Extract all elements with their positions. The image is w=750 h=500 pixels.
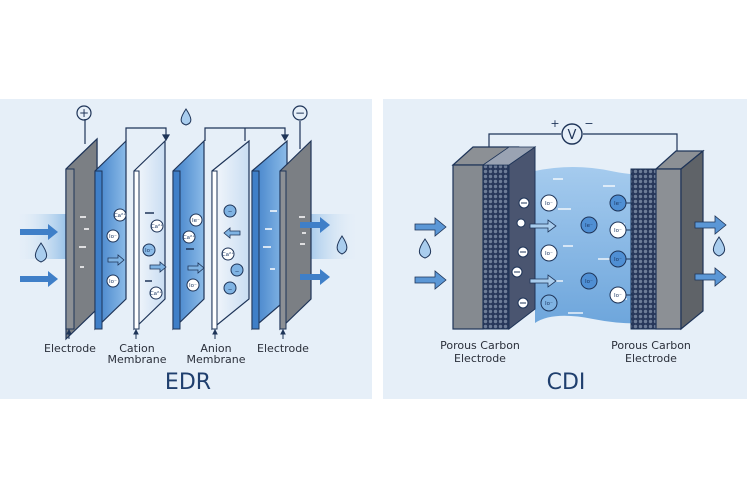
ion-label: Io⁻ [545, 251, 553, 257]
left-porous-carbon-electrode [451, 146, 537, 331]
ion-label: Io⁻ [614, 293, 622, 299]
label-left-electrode-2: Electrode [454, 352, 506, 365]
ions-middle-column: Ie⁻ Io⁻ [580, 216, 598, 290]
ion-label: Ie⁻ [585, 223, 593, 229]
label-pointers [66, 328, 286, 339]
inlet-arrow-icon [414, 217, 447, 237]
water-drop-icon [180, 108, 192, 126]
ion-arrow-icon [529, 274, 557, 288]
ion-label: Ca²⁺ [114, 212, 126, 219]
label-left-electrode-1: Porous Carbon [440, 339, 520, 352]
ions-chamber-1: Ca²⁺ Io⁻ Io⁻ [106, 208, 127, 288]
label-cation-membrane-2: Membrane [108, 353, 167, 366]
ion-label: Io⁻ [585, 279, 593, 285]
cation-membrane [133, 139, 166, 331]
ion-label: − [228, 287, 233, 293]
ion-label: Ca²⁺ [150, 290, 162, 297]
left-electrode [65, 137, 98, 341]
ion-label: Ca²⁺ [183, 234, 195, 241]
inlet-arrow-icon [20, 271, 58, 287]
water-drop-icon [712, 236, 726, 257]
outlet-arrow-icon [694, 267, 727, 287]
cdi-diagram-panel: V + − [383, 99, 747, 399]
edr-title: EDR [165, 370, 211, 395]
ion-arrow-icon [107, 254, 125, 266]
ion-label: − [228, 209, 233, 215]
ion-arrow-icon [529, 219, 557, 233]
label-right-electrode-1: Porous Carbon [611, 339, 691, 352]
ion-arrow-icon [187, 262, 205, 274]
negative-symbol: − [584, 117, 593, 130]
ions-chamber-3: Ie⁻ Ca²⁺ Io⁻ [182, 213, 205, 292]
top-connection-lines [125, 127, 290, 142]
negative-terminal-icon: − [292, 105, 308, 121]
water-drop-icon [336, 235, 348, 255]
edr-diagram: + [15, 105, 360, 395]
negative-symbol: − [295, 106, 305, 120]
label-right-electrode-2: Electrode [625, 352, 677, 365]
ions-left-column: Io⁻ Io⁻ Io⁻ [540, 194, 558, 312]
ion-label: Ie⁻ [192, 218, 200, 224]
edr-diagram-panel: + [0, 99, 372, 399]
label-cation-membrane-1: Cation [119, 342, 155, 355]
label-anion-membrane-2: Membrane [187, 353, 246, 366]
ion-arrow-icon [223, 227, 241, 239]
ion-label: Io⁻ [109, 234, 117, 240]
voltmeter-label: V [568, 128, 577, 143]
ion-label: Io⁻ [614, 257, 622, 263]
positive-symbol: + [550, 117, 559, 130]
inlet-arrow-icon [20, 224, 58, 240]
ion-arrow-icon [149, 261, 167, 273]
water-drop-icon [418, 238, 432, 259]
right-electrode [279, 139, 312, 331]
water-drop-icon [34, 242, 48, 263]
circuit-wire [488, 133, 678, 151]
voltmeter-icon: V [561, 123, 583, 145]
adsorbed-anions-left [511, 197, 530, 309]
ion-label: Io⁻ [545, 301, 553, 307]
label-anion-membrane-1: Anion [200, 342, 231, 355]
label-electrode-right: Electrode [257, 342, 309, 355]
inlet-arrow-icon [414, 270, 447, 290]
ions-chamber-4: − Ca²⁺ − − [221, 204, 244, 295]
ion-label: Io⁻ [145, 248, 153, 254]
ion-label: Io⁻ [109, 279, 117, 285]
ion-label: Ca²⁺ [151, 223, 163, 230]
label-electrode-left: Electrode [44, 342, 96, 355]
outlet-arrow-icon [694, 215, 727, 235]
cdi-diagram: V + − [414, 117, 727, 395]
ion-label: Io⁻ [614, 228, 622, 234]
ion-label: Ca²⁺ [222, 251, 234, 258]
ion-label: Io⁻ [545, 201, 553, 207]
positive-symbol: + [79, 106, 89, 120]
ions-right-column: Ie⁻ Io⁻ Io⁻ Io⁻ [609, 194, 633, 304]
ion-label: Io⁻ [189, 283, 197, 289]
ion-label: Ie⁻ [614, 201, 622, 207]
outlet-arrow-icon [300, 269, 330, 285]
positive-terminal-icon: + [76, 105, 92, 121]
cdi-title: CDI [547, 370, 586, 395]
outlet-arrow-icon [300, 217, 330, 233]
right-porous-carbon-electrode [630, 149, 705, 331]
ion-label: − [235, 269, 240, 275]
ions-chamber-2: Ca²⁺ Io⁻ Ca²⁺ [142, 212, 167, 300]
